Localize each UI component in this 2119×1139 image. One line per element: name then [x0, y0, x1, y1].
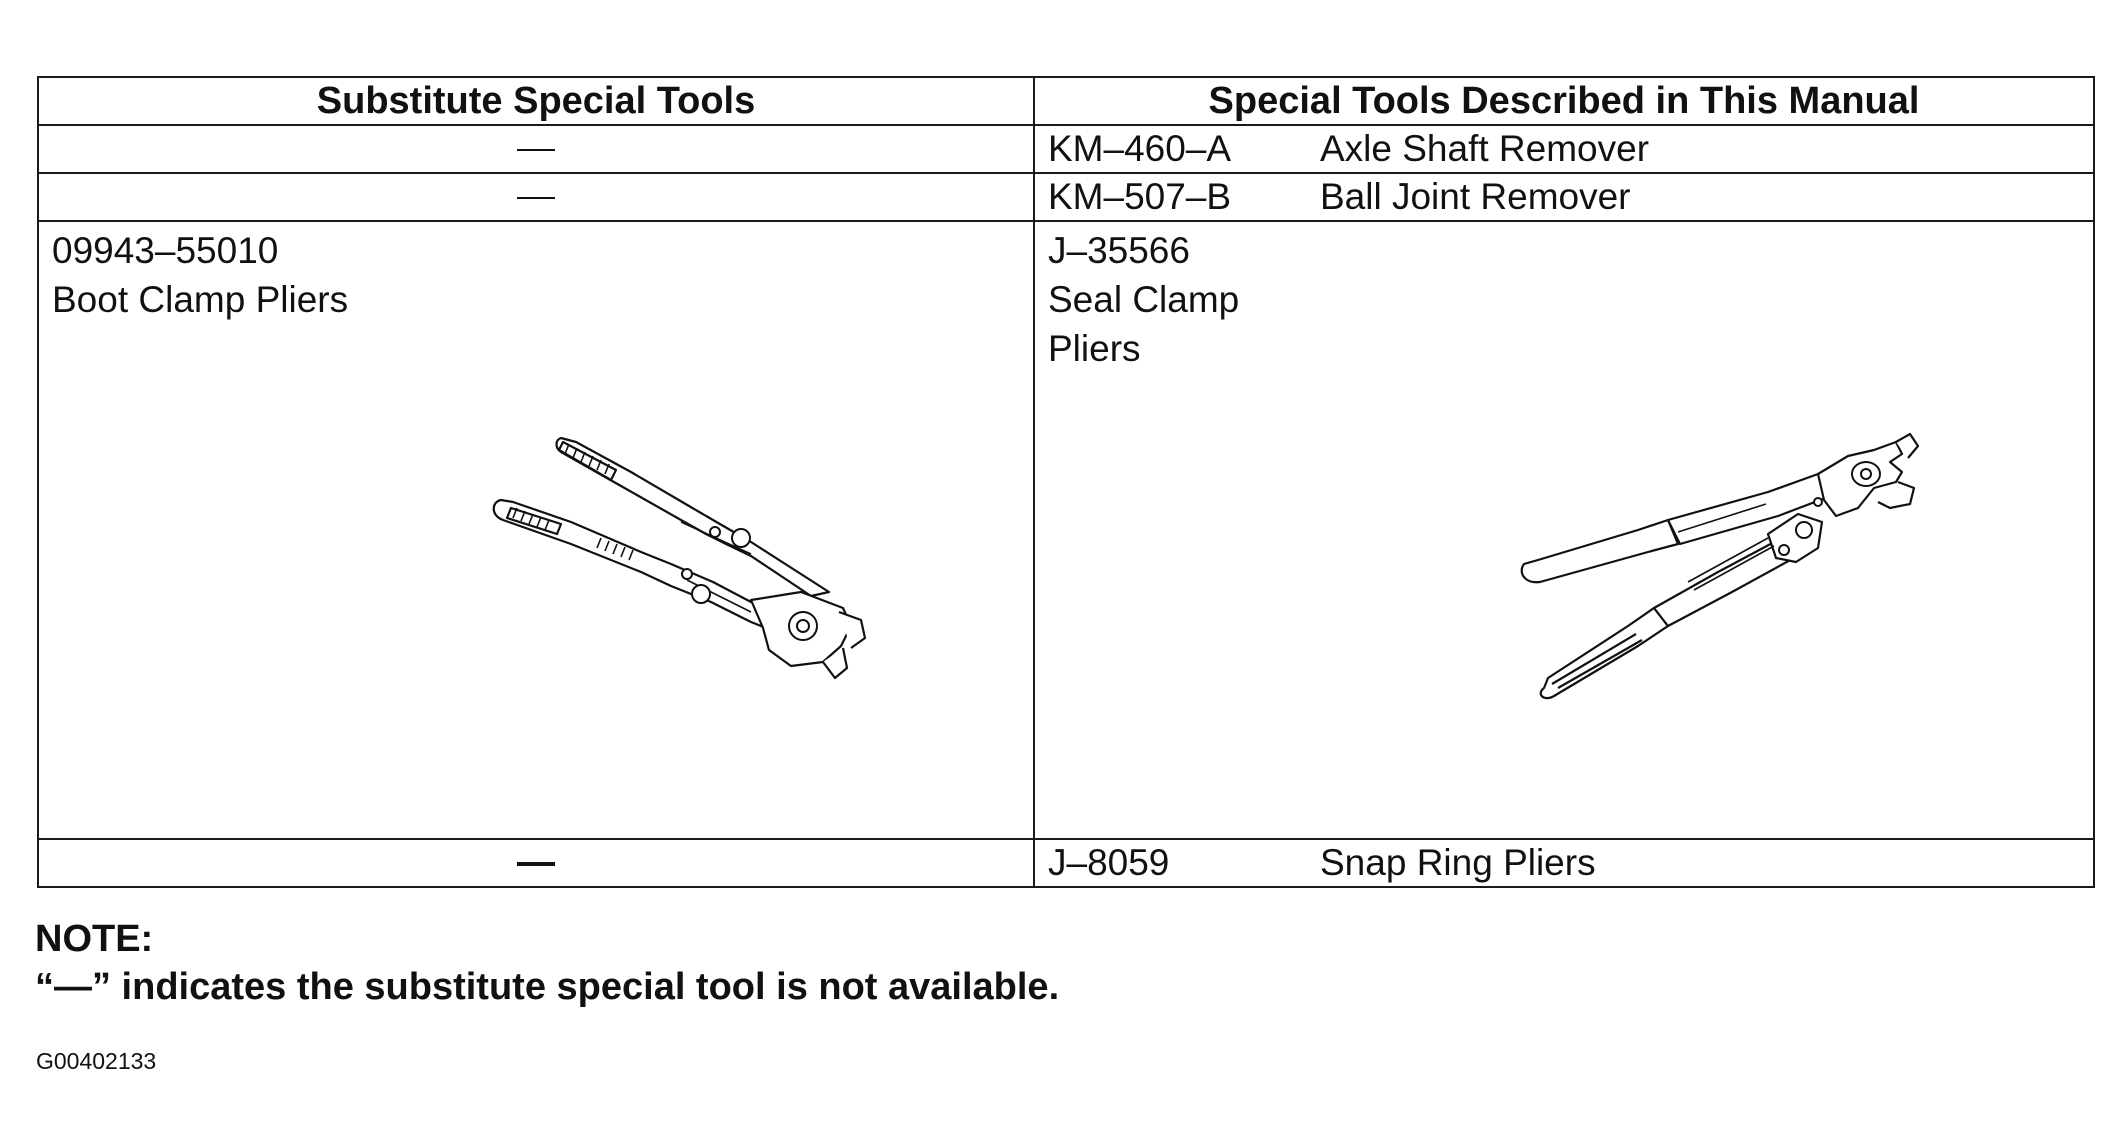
note-text: “—” indicates the substitute special too… — [35, 966, 1060, 1008]
described-tool-cell: J–35566 Seal Clamp Pliers — [1033, 220, 2095, 840]
header-substitute-tools: Substitute Special Tools — [37, 76, 1035, 126]
tool-name: Ball Joint Remover — [1320, 176, 1631, 217]
substitute-tool-cell: 09943–55010 Boot Clamp Pliers — [37, 220, 1035, 840]
dash-mark — [517, 862, 555, 867]
seal-clamp-pliers-illustration — [1518, 412, 1948, 702]
table-row: KM–507–B Ball Joint Remover — [37, 172, 2095, 222]
tool-number: KM–460–A — [1048, 128, 1232, 169]
described-tool-cell: J–8059 Snap Ring Pliers — [1033, 838, 2095, 888]
tool-number: J–35566 — [1048, 230, 1190, 271]
table-header-row: Substitute Special Tools Special Tools D… — [37, 76, 2095, 126]
table-row: 09943–55010 Boot Clamp Pliers — [37, 220, 2095, 840]
tool-name-line-1: Seal Clamp — [1048, 279, 1240, 320]
substitute-not-available — [37, 172, 1035, 222]
table-row: J–8059 Snap Ring Pliers — [37, 838, 2095, 888]
tool-number: KM–507–B — [1048, 176, 1232, 217]
substitute-tool-number: 09943–55010 — [52, 230, 279, 271]
table-row: KM–460–A Axle Shaft Remover — [37, 124, 2095, 174]
note-heading: NOTE: — [35, 918, 154, 960]
tool-name: Snap Ring Pliers — [1320, 842, 1596, 883]
boot-clamp-pliers-illustration — [451, 416, 901, 686]
dash-mark — [517, 197, 555, 200]
tool-number: J–8059 — [1048, 842, 1170, 883]
tool-name-line-2: Pliers — [1048, 328, 1141, 369]
substitute-not-available — [37, 124, 1035, 174]
figure-id: G00402133 — [36, 1048, 157, 1074]
special-tools-table: Substitute Special Tools Special Tools D… — [37, 76, 2095, 888]
substitute-not-available — [37, 838, 1035, 888]
header-described-tools: Special Tools Described in This Manual — [1033, 76, 2095, 126]
described-tool-cell: KM–460–A Axle Shaft Remover — [1033, 124, 2095, 174]
described-tool-cell: KM–507–B Ball Joint Remover — [1033, 172, 2095, 222]
tool-name: Axle Shaft Remover — [1320, 128, 1650, 169]
dash-mark — [517, 149, 555, 152]
substitute-tool-name: Boot Clamp Pliers — [52, 279, 349, 320]
